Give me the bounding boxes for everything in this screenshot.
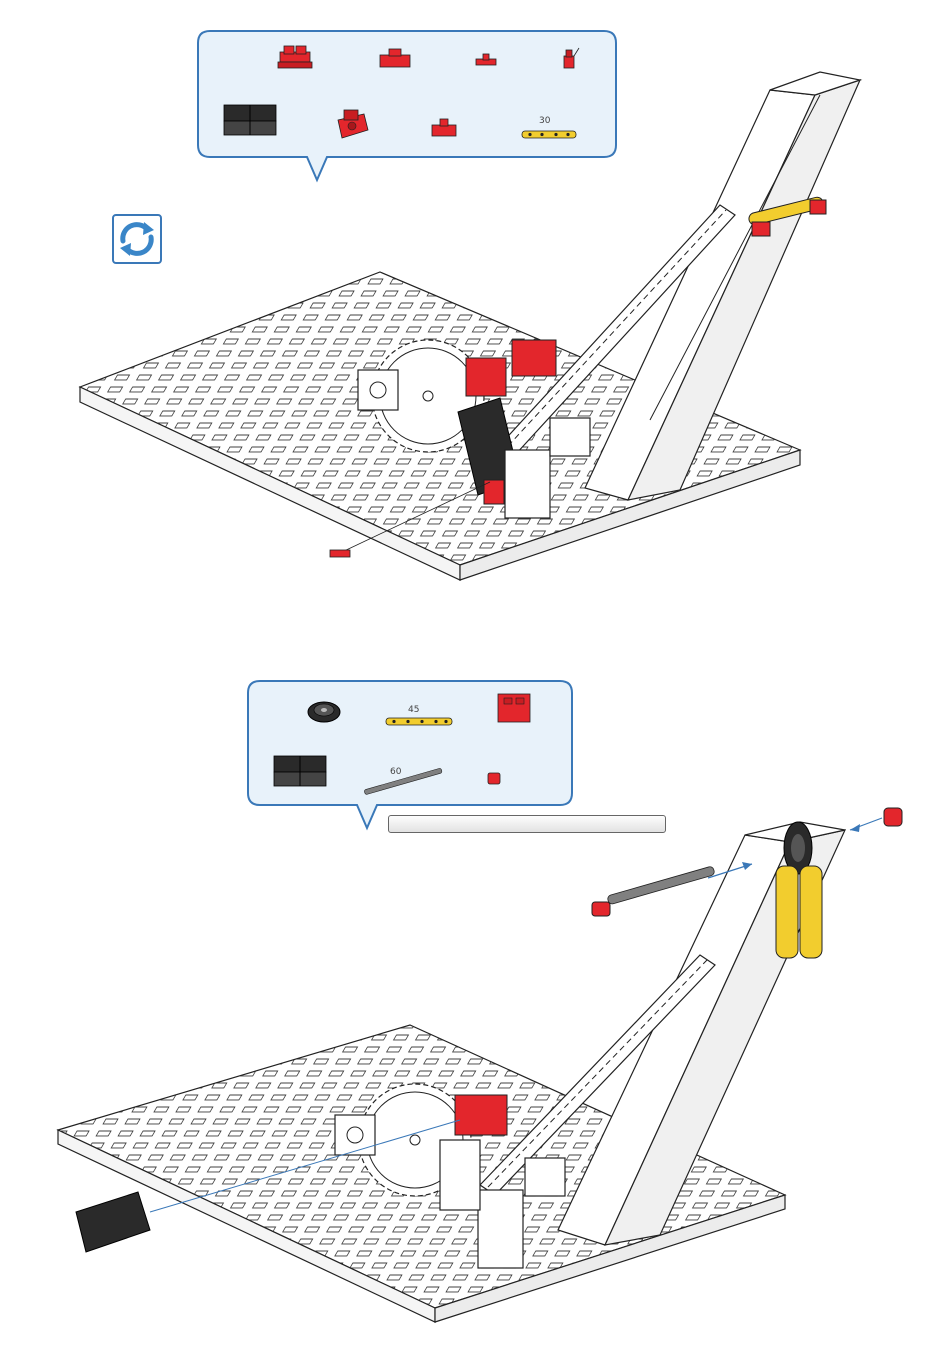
white-block-left — [358, 370, 398, 410]
red-motor-assembly — [455, 1095, 507, 1135]
red-square-block-icon — [498, 694, 530, 722]
red-hub-nut-insert — [850, 808, 902, 832]
step1-assembly — [0, 60, 950, 600]
axle-length-label: 60 — [390, 767, 402, 777]
strut-length-label: 45 — [408, 705, 419, 715]
white-block-left — [335, 1115, 375, 1155]
step2-assembly — [0, 800, 950, 1340]
yellow-strut-icon — [386, 718, 452, 725]
red-hub-nut-icon — [488, 773, 500, 784]
black-building-block-icon — [274, 756, 326, 786]
black-pulley-wheel-icon — [308, 702, 340, 722]
